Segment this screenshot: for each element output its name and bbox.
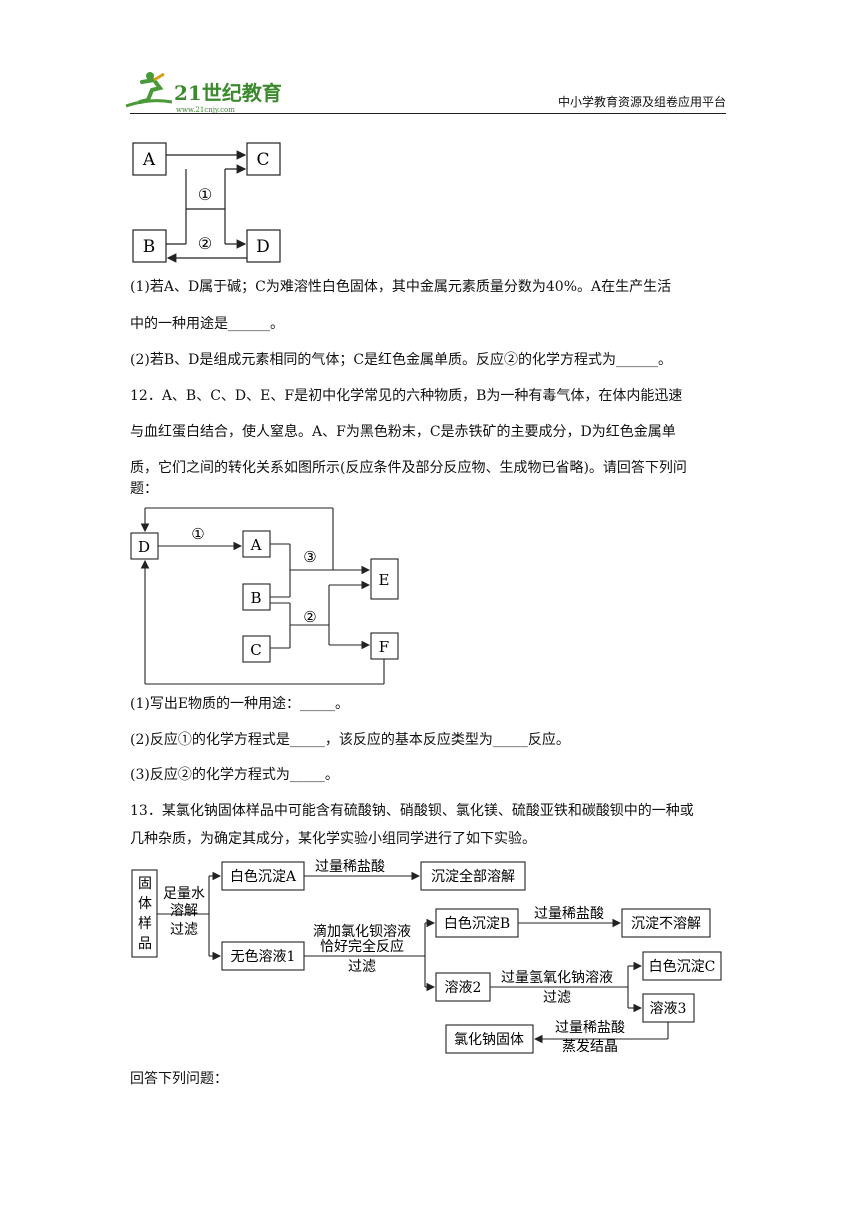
white-precipitate-b: 白色沉淀B: [444, 915, 510, 932]
box-nacl: [445, 1024, 534, 1054]
nacl-solid-label: 氯化钠固体: [454, 1032, 524, 1048]
solution-2-label: 溶液2: [445, 980, 482, 996]
reaction-mark-2: ②: [303, 608, 316, 626]
q11-line-2: 中的一种用途是______。: [130, 316, 284, 332]
box-c: [242, 635, 271, 663]
label-c: C: [256, 150, 269, 170]
logo-url: www.21cnjy.com: [176, 106, 235, 114]
diagram-1: A C B D ① ②: [132, 142, 281, 263]
step1-label-1: 足量水: [163, 886, 205, 902]
q13-answer-prompt: 回答下列问题：: [130, 1071, 228, 1087]
reaction-mark-1: ①: [198, 185, 212, 204]
colorless-solution-1: 无色溶液1: [231, 948, 296, 965]
filter-label-2: 过滤: [543, 990, 571, 1006]
label-b: B: [143, 237, 156, 257]
no-dissolve-label: 沉淀不溶解: [631, 916, 701, 932]
sample-char-4: 品: [138, 936, 152, 952]
label-d: D: [256, 237, 270, 257]
hcl-label-1: 过量稀盐酸: [315, 859, 385, 875]
step1-label-3: 过滤: [170, 922, 198, 938]
header-divider: [130, 113, 726, 114]
step1-label-2: 溶解: [170, 903, 198, 919]
q12-line-4: 题：: [130, 481, 158, 497]
site-logo: 21世纪教育 www.21cnjy.com: [120, 68, 295, 116]
logo-text: 21世纪教育: [174, 81, 282, 105]
q11-line-1: (1)若A、D属于碱；C为难溶性白色固体，其中金属元素质量分数为40%。A在生产…: [130, 279, 672, 295]
white-precipitate-a: 白色沉淀A: [230, 868, 297, 885]
q12-sub-2: (2)反应①的化学方程式是_____，该反应的基本反应类型为_____反应。: [130, 732, 570, 748]
hcl-label-3: 过量稀盐酸: [555, 1020, 625, 1036]
box-d: [246, 229, 281, 263]
reaction-mark-1: ①: [191, 525, 204, 543]
box-a: [132, 142, 167, 176]
bacl2-label-2: 恰好完全反应: [320, 938, 404, 955]
q13-line-1: 13．某氯化钠固体样品中可能含有硫酸钠、硝酸钡、氯化镁、硫酸亚铁和碳酸钡中的一种…: [130, 803, 694, 819]
box-dissolve-all: [420, 861, 526, 891]
label-d: D: [138, 538, 150, 556]
q13-line-2: 几种杂质，为确定其成分，某化学实验小组同学进行了如下实验。: [130, 831, 536, 847]
solution-3-label: 溶液3: [650, 1001, 687, 1017]
q12-sub-1: (1)写出E物质的一种用途：_____。: [130, 696, 350, 712]
sample-char-3: 样: [138, 916, 152, 932]
naoh-label: 过量氢氧化钠溶液: [501, 970, 613, 986]
dissolve-all-label: 沉淀全部溶解: [431, 868, 515, 885]
bacl2-label-1: 滴加氯化钡溶液: [313, 923, 411, 940]
box-c: [246, 142, 281, 176]
diagram-3: 固 体 样 品 足量水 溶解 过滤 白色沉淀A 过量稀盐酸 沉淀全部溶解 无色溶…: [131, 859, 722, 1055]
label-b: B: [250, 589, 261, 607]
label-f: F: [379, 638, 389, 656]
white-precipitate-c: 白色沉淀C: [649, 958, 716, 975]
q12-line-3: 质，它们之间的转化关系如图所示(反应条件及部分反应物、生成物已省略)。请回答下列…: [130, 460, 687, 476]
q11-line-3: (2)若B、D是组成元素相同的气体；C是红色金属单质。反应②的化学方程式为___…: [130, 352, 673, 368]
sample-char-2: 体: [138, 896, 152, 912]
sample-char-1: 固: [138, 876, 152, 892]
box-white-c: [642, 951, 722, 981]
q12-line-2: 与血红蛋白结合，使人窒息。A、F为黑色粉末，C是赤铁矿的主要成分，D为红色金属单: [130, 424, 676, 440]
platform-name: 中小学教育资源及组卷应用平台: [557, 95, 726, 109]
reaction-mark-3: ③: [303, 548, 316, 566]
box-b: [132, 229, 167, 263]
diagram-2: D A B C E F ① ③ ②: [130, 507, 399, 685]
q12-sub-3: (3)反应②的化学方程式为_____。: [130, 767, 339, 783]
hcl-label-2: 过量稀盐酸: [534, 906, 604, 922]
label-c: C: [250, 641, 261, 659]
q12-line-1: 12．A、B、C、D、E、F是初中化学常见的六种物质，B为一种有毒气体，在体内能…: [130, 388, 683, 404]
label-a: A: [250, 536, 262, 554]
filter-label-1: 过滤: [348, 959, 376, 975]
label-a: A: [142, 150, 156, 170]
box-no-dissolve: [621, 908, 711, 938]
box-e: [370, 558, 399, 600]
evaporate-label: 蒸发结晶: [562, 1039, 618, 1055]
reaction-mark-2: ②: [198, 234, 212, 253]
label-e: E: [379, 571, 390, 589]
